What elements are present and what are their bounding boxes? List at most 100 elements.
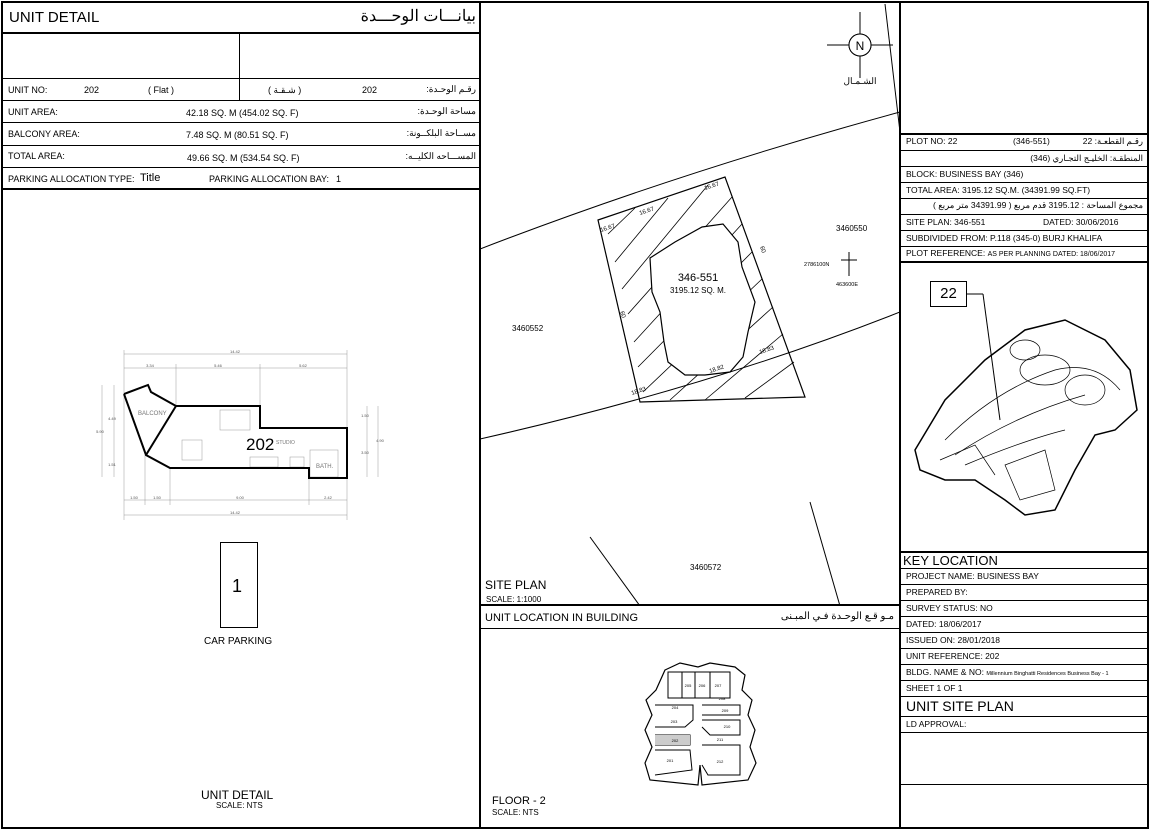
unit-area: 42.18 SQ. M (454.02 SQ. F)	[186, 108, 299, 118]
edge-length: 16.67	[600, 223, 617, 234]
floor-caption: FLOOR - 2	[492, 795, 546, 807]
plot-total-area: TOTAL AREA: 3195.12 SQ.M. (34391.99 SQ.F…	[906, 185, 1091, 195]
plot-no-row: PLOT NO: 22 (346-551) رقـم القطعـة: 22	[903, 136, 1147, 146]
divider	[899, 1, 901, 829]
neighbor-plot: 3460572	[690, 563, 722, 572]
unit-detail-title: UNIT DETAIL	[9, 9, 100, 26]
plot-no-ar: رقـم القطعـة: 22	[1082, 136, 1143, 146]
dimension: 5.62	[299, 363, 308, 368]
bldg-value: Millennium Binghatti Residences Business…	[986, 671, 1109, 677]
site-plan-ref: SITE PLAN: 346-551	[906, 217, 986, 227]
plot-total-area-ar: مجموع المساحة : 3195.12 قدم مربع ( 34391…	[933, 200, 1143, 210]
total-area-label-ar: المســـاحه الكليــه:	[405, 151, 476, 161]
unit-tag: 209	[722, 708, 729, 713]
unit-tag: 201	[667, 758, 674, 763]
unit-tag: 202	[672, 738, 679, 743]
floor-plan-drawing: 205 206 207 204 208 203 209 210 202 211 …	[644, 662, 757, 786]
total-area-label: TOTAL AREA:	[8, 151, 65, 161]
dimension: 9.00	[236, 495, 245, 500]
unit-area-label: UNIT AREA:	[8, 107, 58, 117]
unit-area-label-ar: مساحة الوحـدة:	[417, 106, 476, 116]
dimension: 3.50	[361, 450, 370, 455]
region-ar: المنطقـة: الخليـج التجـاري (346)	[1030, 153, 1143, 163]
total-area: 49.66 SQ. M (534.54 SQ. F)	[187, 153, 300, 163]
unit-tag: 210	[724, 724, 731, 729]
dimension: 14.42	[230, 510, 241, 515]
dimension: 2.42	[324, 495, 333, 500]
edge-length: 18.83	[631, 386, 648, 397]
balcony-label: BALCONY	[138, 411, 167, 417]
site-plan-row: SITE PLAN: 346-551 DATED: 30/06/2016	[903, 217, 1147, 227]
floor-scale: SCALE: NTS	[492, 808, 539, 817]
north-label: N	[856, 39, 865, 53]
edge-length: 16.67	[704, 181, 721, 192]
parking-type: Title	[140, 172, 161, 184]
unit-tag: 207	[715, 683, 722, 688]
divider	[479, 1, 481, 829]
survey-status: SURVEY STATUS: NO	[906, 603, 993, 613]
ld-approval: LD APPROVAL:	[906, 719, 967, 729]
dimension: 1.50	[361, 413, 370, 418]
unit-tag: 208	[719, 696, 726, 701]
bldg-label: BLDG. NAME & NO:	[906, 667, 984, 677]
sheet-number: SHEET 1 OF 1	[906, 683, 963, 693]
parking-type-label: PARKING ALLOCATION TYPE:	[8, 174, 135, 184]
block: BLOCK: BUSINESS BAY (346)	[906, 169, 1024, 179]
dated: DATED: 18/06/2017	[906, 619, 982, 629]
unit-location-title-ar: مـو قـع الوحـدة فـي المبـنى	[780, 611, 894, 622]
document-title: UNIT SITE PLAN	[906, 698, 1014, 714]
edge-length: 18.83	[759, 345, 776, 356]
unit-no-label: UNIT NO:	[8, 85, 48, 95]
dimension: 14.42	[230, 349, 241, 354]
plot-area: 3195.12 SQ. M.	[670, 286, 726, 295]
plot-reference-label: PLOT REFERENCE:	[906, 248, 986, 258]
key-location-map	[914, 293, 1138, 516]
neighbor-plot: 3460550	[836, 224, 868, 233]
unit-type-ar: ( شـقـة )	[268, 85, 302, 95]
balcony-area: 7.48 SQ. M (80.51 SQ. F)	[186, 130, 289, 140]
prepared-by: PREPARED BY:	[906, 587, 968, 597]
unit-floor-plan: BALCONY 202 STUDIO BATH. 14.42 3.34 5.46…	[96, 349, 385, 520]
unit-tag: 212	[717, 759, 724, 764]
bath-label: BATH.	[316, 464, 334, 470]
site-plan-caption: SITE PLAN	[485, 578, 547, 592]
dimension: 1.50	[153, 495, 162, 500]
plot-reference-row: PLOT REFERENCE: AS PER PLANNING DATED: 1…	[903, 248, 1147, 258]
highlighted-unit	[655, 735, 690, 745]
unit-type: ( Flat )	[148, 85, 174, 95]
balcony-area-label: BALCONY AREA:	[8, 129, 80, 139]
coordinate-e: 463600E	[836, 282, 858, 288]
bldg-row: BLDG. NAME & NO: Millennium Binghatti Re…	[903, 667, 1147, 677]
studio-label: STUDIO	[276, 440, 295, 446]
site-plan-drawing: 346-551 3195.12 SQ. M. 16.67 16.67 16.67…	[480, 3, 900, 606]
unit-tag: 205	[685, 683, 692, 688]
car-parking-label: CAR PARKING	[204, 636, 273, 647]
coordinate-cross	[841, 252, 857, 276]
balcony-area-label-ar: مســاحة البلكــونة:	[406, 128, 476, 138]
unit-tag: 204	[672, 705, 679, 710]
parking-bay: 1	[336, 174, 342, 184]
unit-reference: UNIT REFERENCE: 202	[906, 651, 1000, 661]
dimension: 3.34	[146, 363, 155, 368]
parking-number: 1	[232, 576, 243, 596]
dimension: 1.50	[130, 495, 139, 500]
unit-tag: 203	[671, 719, 678, 724]
unit-location-title: UNIT LOCATION IN BUILDING	[485, 612, 639, 624]
dimension: 4.90	[376, 438, 385, 443]
plot-reference-value: AS PER PLANNING DATED: 18/06/2017	[987, 251, 1116, 258]
site-plan-dated: DATED: 30/06/2016	[1043, 217, 1119, 227]
car-parking-bay: 1	[220, 542, 258, 628]
neighbor-plot: 3460552	[512, 324, 544, 333]
dimension: 5.46	[214, 363, 223, 368]
unit-detail-title-ar: بيانـــات الوحـــدة	[360, 8, 476, 25]
unit-tag: 206	[699, 683, 706, 688]
dimension: 5.90	[96, 429, 105, 434]
unit-tag: 211	[717, 737, 724, 742]
unit-no-ar: 202	[362, 85, 378, 95]
unit-no: 202	[84, 85, 100, 95]
dimension: 4.49	[108, 416, 117, 421]
edge-length: 16.67	[639, 206, 656, 217]
edge-length: 60	[618, 311, 626, 320]
coordinate-n: 2786100N	[804, 262, 829, 268]
